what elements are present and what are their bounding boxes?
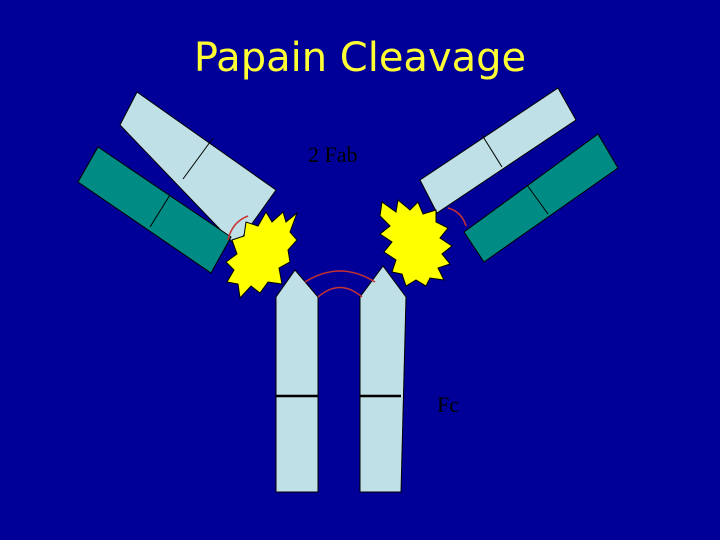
fc-label: Fc	[437, 392, 459, 418]
fc-hinge-disulfide-upper	[305, 271, 375, 282]
fc-right-heavy-chain	[360, 266, 406, 492]
fc-left-heavy-chain	[276, 270, 318, 492]
right-fab-fragment	[420, 88, 618, 262]
fc-hinge-disulfide-lower	[318, 288, 362, 298]
right-cleavage-burst	[380, 200, 452, 286]
fab-label: 2 Fab	[308, 142, 358, 168]
fc-fragment	[276, 266, 406, 492]
right-fab-disulfide-bond	[448, 208, 466, 226]
